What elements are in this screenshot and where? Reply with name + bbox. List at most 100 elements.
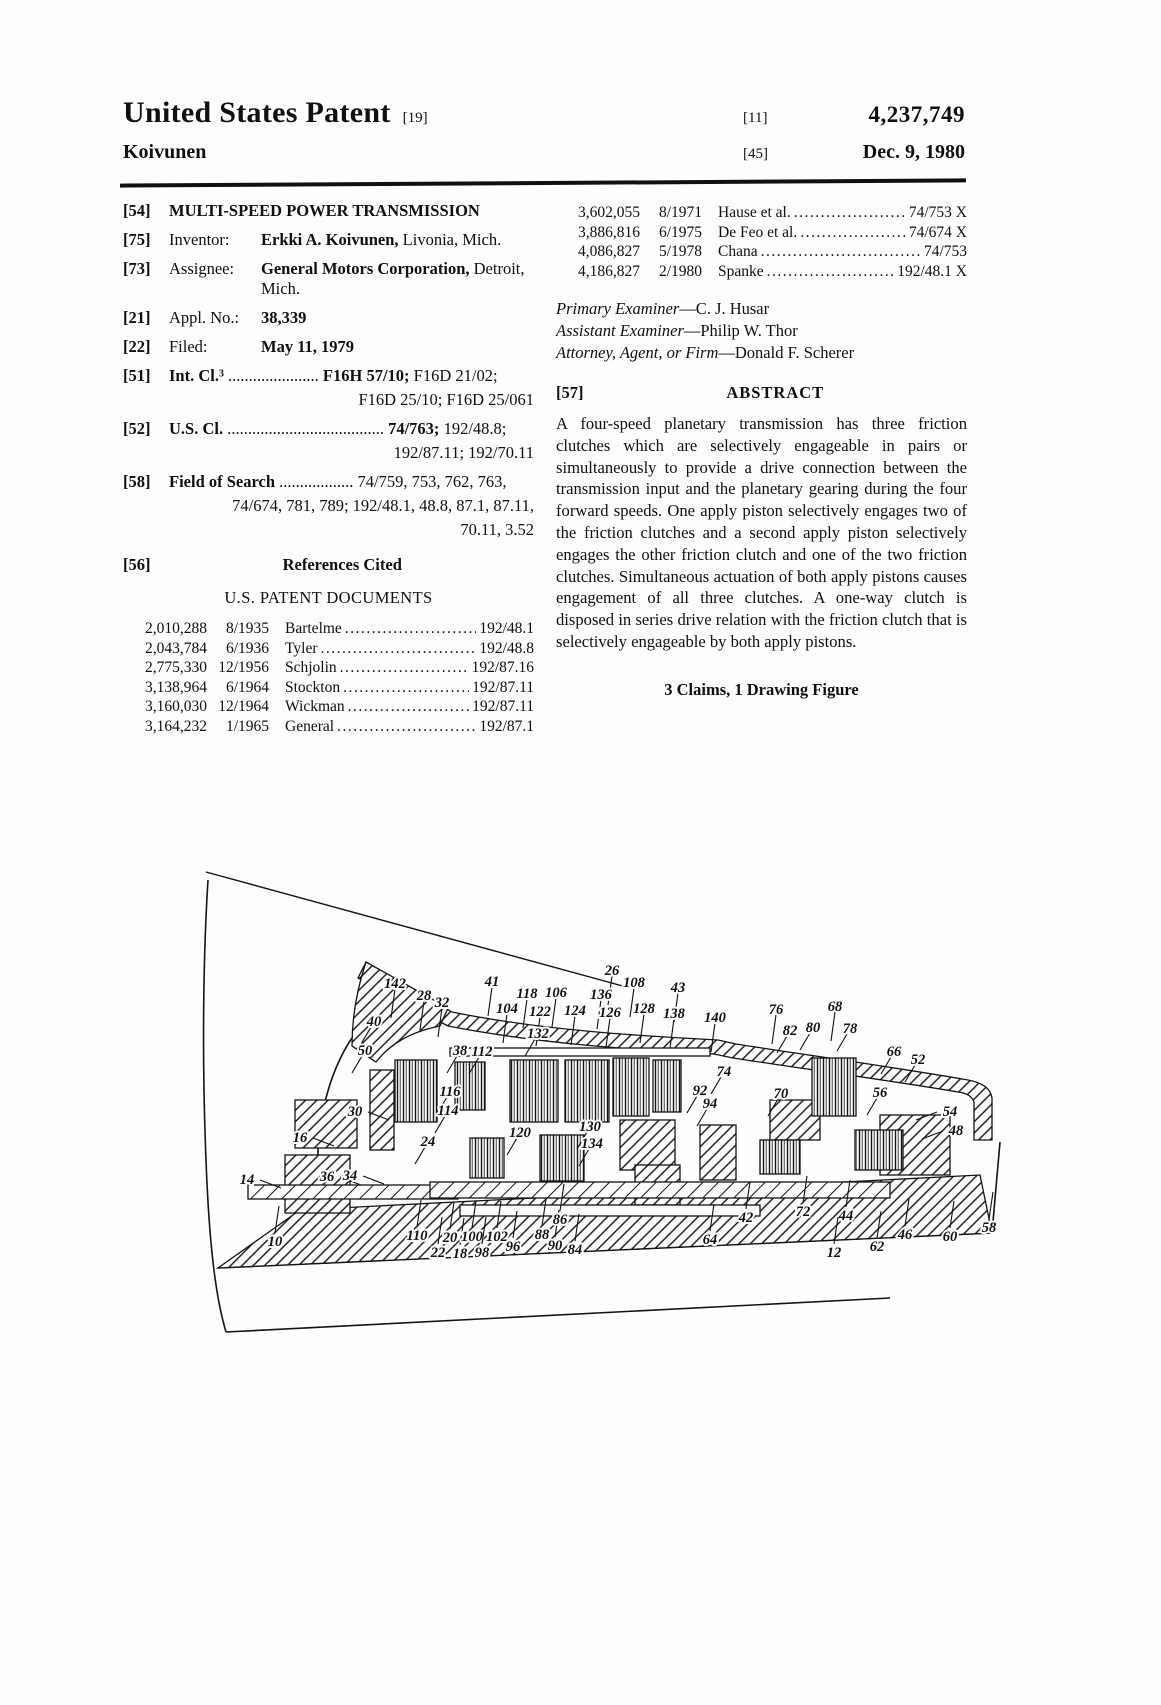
ref-date: 12/1964: [218, 698, 269, 715]
figure-numeral-36: 36: [319, 1169, 335, 1185]
inventor-value: Erkki A. Koivunen, Livonia, Mich.: [261, 230, 534, 250]
sleeve-shaft: [459, 1204, 761, 1217]
numeral-leader-line: [710, 1076, 722, 1095]
ref-patentee: Schjolin: [285, 659, 337, 676]
figure-numeral-82: 82: [783, 1023, 798, 1039]
numeral-leader-line: [949, 1200, 955, 1229]
ref-class: 74/753: [923, 243, 967, 260]
figure-numeral-40: 40: [366, 1014, 382, 1030]
patent-number-code: [11]: [743, 110, 768, 126]
numeral-leader-line: [709, 1203, 715, 1232]
us-cl-leader: ......................................: [223, 419, 389, 438]
ref-class: 74/753 X: [908, 204, 967, 221]
bibliography-columns: [54] MULTI-SPEED POWER TRANSMISSION [75]…: [123, 201, 967, 736]
numeral-leader-line: [502, 1013, 508, 1044]
ref-class: 192/87.16: [471, 659, 534, 676]
ref-date: 8/1971: [658, 204, 702, 221]
numeral-leader-line: [512, 1210, 518, 1239]
ref-patentee: Tyler: [285, 639, 318, 657]
numeral-leader-line: [686, 1095, 698, 1114]
numeral-leader-line: [496, 1200, 502, 1229]
numeral-leader-line: [904, 1198, 910, 1227]
figure-numeral-132: 132: [527, 1026, 549, 1042]
clutch-drum-1: [369, 1069, 395, 1151]
figure-numeral-32: 32: [434, 995, 450, 1011]
numeral-leader-line: [988, 1191, 994, 1220]
numeral-leader-line: [745, 1181, 751, 1210]
figure-numeral-46: 46: [897, 1227, 913, 1243]
numeral-leader-line: [696, 1108, 708, 1127]
figure-numeral-38: 38: [452, 1043, 468, 1059]
figure-numeral-42: 42: [738, 1210, 754, 1226]
figure-numeral-118: 118: [517, 986, 539, 1002]
ref-patent-number: 3,886,816: [578, 223, 640, 241]
us-cl-value: U.S. Cl. ...............................…: [169, 419, 534, 463]
examiner-name: —C. J. Husar: [679, 299, 770, 318]
figure-numeral-108: 108: [623, 975, 646, 991]
numeral-leader-line: [771, 1014, 777, 1045]
examiner-line: Primary Examiner—C. J. Husar: [556, 298, 967, 320]
figure-numeral-26: 26: [604, 963, 620, 979]
bell-housing-left-edge: [202, 879, 227, 1333]
figure-numeral-138: 138: [663, 1006, 686, 1022]
masthead-right: [11] 4,237,749 [45] Dec. 9, 1980: [743, 102, 965, 164]
ref-class: 192/48.8: [479, 639, 534, 657]
figure-numeral-94: 94: [703, 1096, 718, 1112]
clutch-pack-2: [454, 1061, 486, 1111]
numeral-leader-line: [904, 1064, 916, 1083]
figure-numeral-84: 84: [568, 1242, 583, 1258]
pan-bottom-line: [225, 1297, 891, 1333]
examiner-line: Assistant Examiner—Philip W. Thor: [556, 320, 967, 342]
figure-numeral-18: 18: [453, 1246, 468, 1262]
numeral-leader-line: [274, 1205, 280, 1234]
main-shaft: [429, 1181, 891, 1199]
assignee-value: General Motors Corporation, Detroit,Mich…: [261, 259, 534, 299]
numeral-leader-line: [541, 1198, 547, 1227]
figure-numeral-62: 62: [870, 1239, 885, 1255]
numeral-leader-line: [449, 1201, 455, 1230]
issue-date: Dec. 9, 1980: [862, 141, 965, 163]
inventor-name: Erkki A. Koivunen,: [261, 230, 399, 249]
references-table-left: 2,010,2888/1935Bartelme192/48.12,043,784…: [123, 619, 534, 736]
figure-numeral-20: 20: [442, 1230, 458, 1246]
ref-dot-leader: [348, 697, 470, 717]
field-filed: [22] Filed: May 11, 1979: [123, 337, 534, 357]
search-line2: 74/674, 781, 789; 192/48.1, 48.8, 87.1, …: [232, 496, 534, 515]
abstract-title: ABSTRACT: [726, 383, 825, 402]
patent-number: 4,237,749: [868, 102, 965, 127]
ref-dot-leader: [320, 639, 476, 659]
numeral-leader-line: [436, 1096, 448, 1115]
figure-numeral-34: 34: [342, 1168, 358, 1184]
ref-dot-leader: [800, 223, 906, 243]
int-cl-label: Int. Cl.³: [169, 366, 224, 385]
figure-numeral-136: 136: [590, 987, 613, 1003]
numeral-leader-line: [574, 1213, 580, 1242]
numeral-leader-line: [554, 1209, 560, 1238]
numeral-leader-line: [921, 1130, 944, 1140]
search-line3: 70.11, 3.52: [460, 520, 534, 539]
ref-patent-number: 3,164,232: [145, 717, 207, 735]
ref-patent-number: 4,186,827: [578, 262, 640, 280]
gear-hub-2: [699, 1124, 737, 1181]
int-cl-line2: F16D 25/10; F16D 25/061: [358, 390, 534, 409]
figure-numeral-48: 48: [948, 1123, 964, 1139]
patent-number-row: [11] 4,237,749: [743, 102, 965, 128]
patent-office-title-text: United States Patent: [123, 96, 391, 129]
figure-numeral-80: 80: [806, 1020, 821, 1036]
us-cl-primary: 74/763;: [388, 419, 440, 438]
search-classes-1: 74/759, 753, 762, 763,: [357, 472, 507, 491]
us-cl-line2: 192/87.11; 192/70.11: [393, 443, 534, 462]
abstract-text: A four-speed planetary transmission has …: [556, 414, 967, 651]
us-cl-secondary: 192/48.8;: [439, 419, 507, 438]
numeral-leader-line: [339, 1176, 362, 1186]
figure-shafts: [247, 1047, 891, 1217]
clutch-pack-4: [564, 1059, 610, 1123]
pump-body-block: [284, 1154, 351, 1214]
numeral-leader-line: [471, 1200, 477, 1229]
